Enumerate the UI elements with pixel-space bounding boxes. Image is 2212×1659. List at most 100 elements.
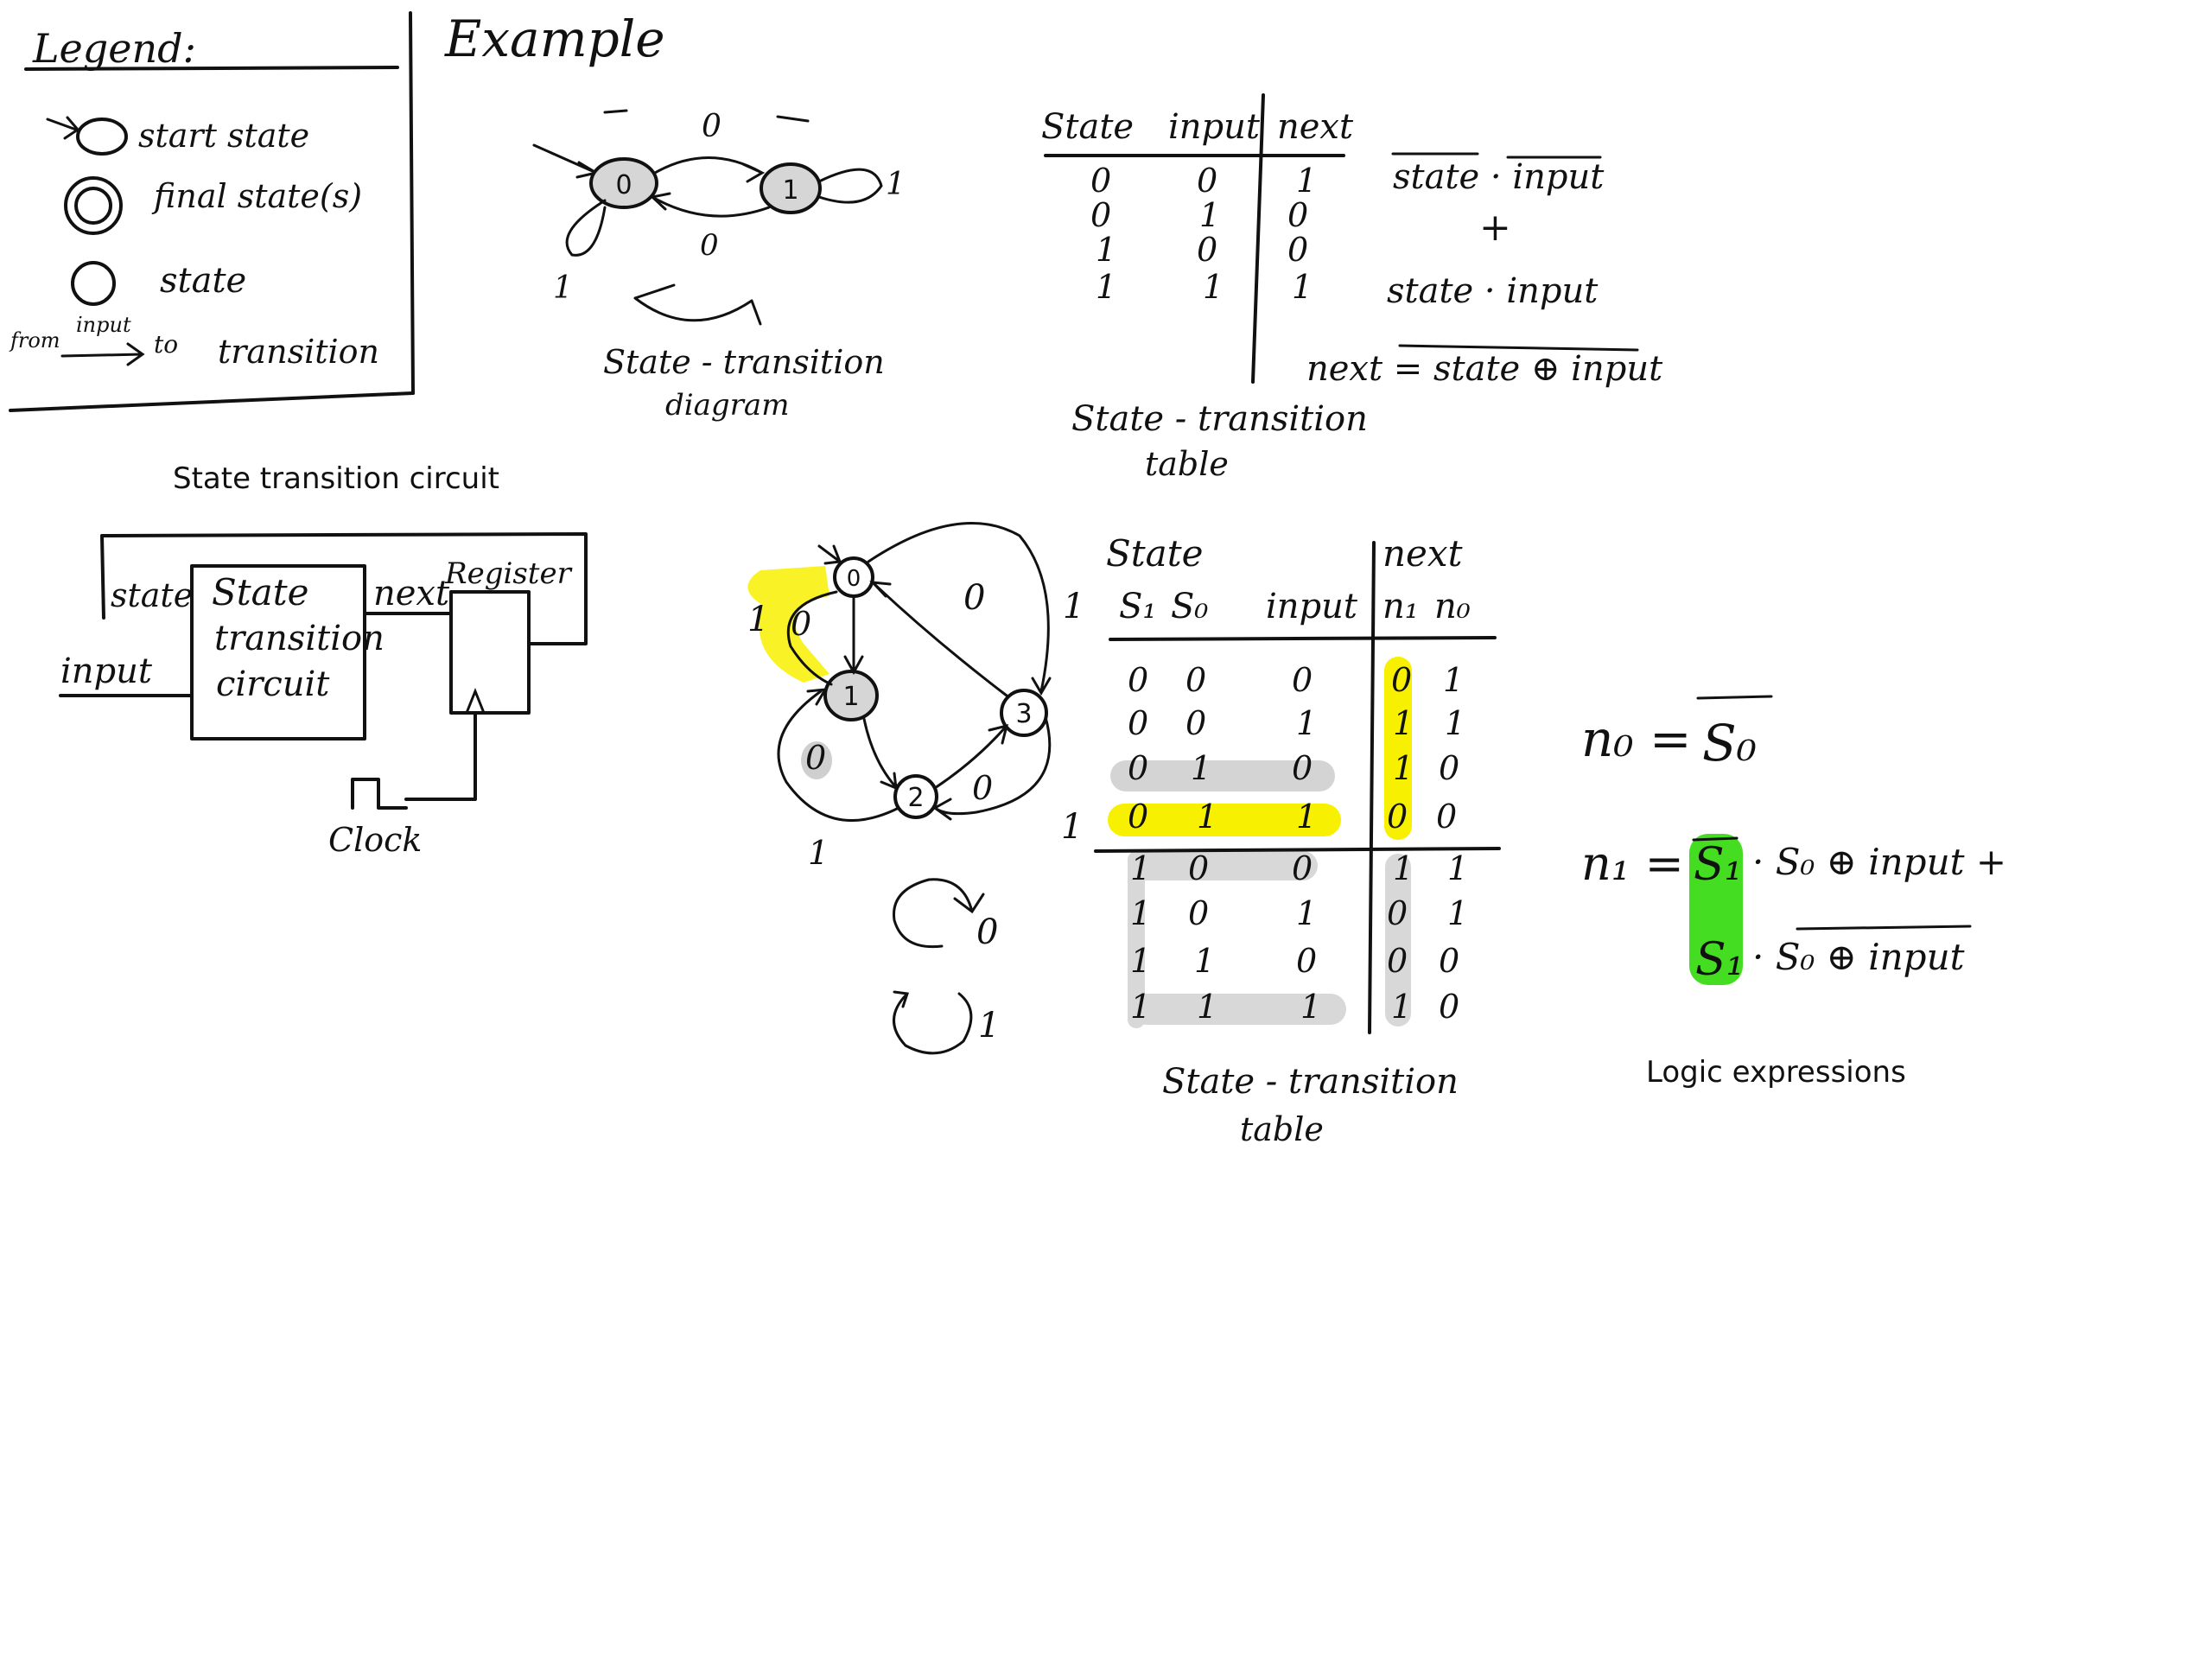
fsm2-edge-label: 0 [963,578,985,618]
edge-2-to-3-arrow [935,726,1007,788]
edge-0-to-1-arrow [655,158,762,182]
svg-text:1: 1 [1130,894,1151,932]
table2-sub-input: input [1266,587,1358,626]
logic-expressions: n₀ = S₀ n₁ = S₁ · S₀ ⊕ input + S₁ · S₀ ⊕… [1581,696,2006,1090]
table-header-input: input [1168,107,1261,147]
svg-text:0: 0 [1128,704,1148,742]
n1-term-1-rest: · S₀ ⊕ input + [1752,841,2006,883]
svg-text:1: 1 [1191,749,1211,787]
legend-input: input [76,313,131,337]
svg-text:1: 1 [1393,749,1414,787]
table2-caption-1: State - transition [1162,1062,1459,1102]
diagram-caption-1: State - transition [603,343,885,381]
n0-lhs: n₀ = [1581,709,1692,768]
transition-table-2: State next S₁ S₀ input n₁ n₀ 0 0 0 0 1 0… [1096,532,1499,1148]
svg-text:1: 1 [1393,704,1414,742]
register-box [451,592,529,713]
fsm2-legend-0: 0 [976,912,998,952]
table2-sub-n0: n₀ [1434,587,1471,626]
n1-t2-overline [1797,926,1970,929]
svg-text:0: 0 [1436,798,1457,836]
svg-text:1: 1 [1194,942,1215,980]
n1-lhs: n₁ = [1581,836,1684,891]
fsm2-diagram: 0 1 2 3 0 1 0 0 0 1 1 1 0 1 [747,523,1084,1052]
svg-text:0: 0 [1188,894,1209,932]
table2-caption-2: table [1240,1110,1324,1148]
example-table: State input next 0 0 1 0 1 0 1 0 0 1 1 1… [1041,95,1368,483]
n1-term-2-var: S₁ [1695,934,1744,986]
svg-text:1: 1 [1292,268,1313,306]
diagram-caption-2: diagram [665,388,789,423]
svg-text:1: 1 [1096,268,1116,306]
fsm2-edge-label: 0 [791,605,811,643]
table2-header-state: State [1106,532,1203,575]
fsm2-edge-label: 1 [808,834,829,872]
svg-text:1: 1 [1296,798,1317,836]
self-loop-1-arrow [819,169,881,202]
legend-divider-bottom [10,393,413,410]
edge-0-to-3-arrow [868,523,1050,693]
overline-mark [778,117,808,121]
edge-label-bottom: 0 [700,228,719,263]
legend-final-states: final state(s) [151,177,362,215]
legend-to: to [154,330,178,359]
svg-text:1: 1 [1300,988,1321,1026]
svg-text:1: 1 [1391,988,1412,1026]
svg-text:0: 0 [1128,798,1148,836]
clock-pulse-icon [353,779,406,808]
table2-header-next: next [1382,532,1463,575]
fsm2-edge-label: 1 [747,600,769,639]
svg-text:0: 0 [1296,942,1317,980]
table2-sub-s1: S₁ [1119,587,1156,626]
svg-text:1: 1 [1296,894,1317,932]
table2-sub-s0: S₀ [1171,587,1208,626]
svg-text:0: 0 [1128,749,1148,787]
n0-overline [1698,696,1771,698]
table-caption-2: table [1145,445,1229,483]
svg-text:1: 1 [1447,894,1468,932]
start-state-icon [78,119,126,154]
example-title: Example [444,10,665,68]
self-loop-0-arrow [567,200,605,255]
legend-start-state: start state [138,117,309,155]
n1-term-1-var: S₁ [1694,839,1742,891]
svg-text:1: 1 [1130,849,1151,887]
edge-1-to-2-arrow [864,719,896,788]
bracket-mark [635,285,760,324]
svg-text:0: 0 [1439,942,1459,980]
start-arrow-icon [48,118,78,138]
svg-text:1: 1 [1443,661,1464,699]
final-state-inner-icon [76,188,111,223]
gray-row-highlight [1128,851,1318,880]
svg-text:0: 0 [1287,196,1308,234]
svg-text:1: 1 [1197,988,1217,1026]
expr-term-1: state · input [1393,157,1605,197]
legend-divider-right [410,13,413,393]
overline-mark [605,111,626,112]
table-row: 0 0 1 1 1 [1128,704,1465,742]
legend-title-underline [26,67,397,69]
svg-text:1: 1 [1296,704,1317,742]
svg-text:0: 0 [1188,849,1209,887]
table-row: 0 1 0 [1090,196,1308,234]
svg-text:0: 0 [1439,988,1459,1026]
table-row: 1 0 1 0 1 [1130,894,1468,932]
table-header-state: State [1041,107,1134,147]
table2-header-rule [1110,638,1495,639]
svg-text:0: 0 [1387,798,1408,836]
example-diagram: Example 0 0 1 1 1 0 State - transition d… [444,10,906,423]
fsm2-edge-label: 0 [972,769,993,807]
expr-next: next = state ⊕ input [1306,349,1663,389]
edge-1-to-0-arrow [652,194,769,216]
self-loop-0-label: 1 [553,270,573,306]
table2-sub-n1: n₁ [1382,587,1419,626]
self-loop-legend-1-icon [893,992,970,1053]
logic-title: Logic expressions [1646,1055,1906,1090]
edge-3-to-0-arrow [873,582,1007,696]
fsm2-legend-1: 1 [978,1006,1000,1046]
circuit-input-label: input [60,652,153,691]
svg-text:0: 0 [1292,849,1313,887]
table-header-next: next [1277,107,1354,147]
circuit-next-label: next [373,574,450,613]
